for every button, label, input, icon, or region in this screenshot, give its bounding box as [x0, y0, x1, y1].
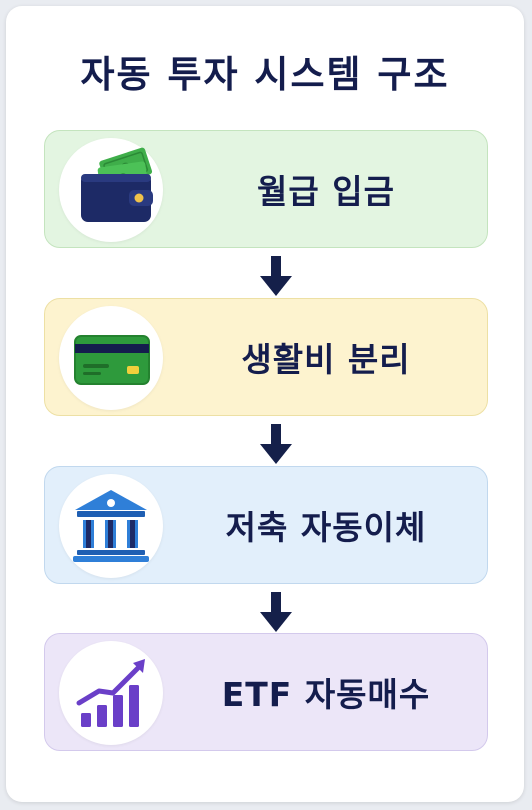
growth-chart-icon: [76, 659, 145, 727]
down-arrow-icon: [260, 256, 292, 296]
diagram-title: 자동 투자 시스템 구조: [80, 53, 450, 96]
bank-icon: [73, 490, 149, 562]
down-arrow-icon: [260, 592, 292, 632]
step-label: 저축 자동이체: [225, 508, 427, 547]
step-label: 월급 입금: [257, 172, 395, 211]
step-etf-auto-buy: ETF 자동매수: [44, 633, 488, 751]
step-label: ETF 자동매수: [221, 675, 431, 714]
down-arrow-icon: [260, 424, 292, 464]
step-label: 생활비 분리: [241, 340, 411, 379]
step-living-expense-split: 생활비 분리: [44, 298, 488, 416]
step-savings-auto-transfer: 저축 자동이체: [44, 466, 488, 584]
wallet-cash-icon: [81, 147, 153, 222]
icon-circle: [59, 306, 163, 410]
icon-circle: [59, 474, 163, 578]
step-salary-deposit: 월급 입금: [44, 130, 488, 248]
icon-circle: [59, 641, 163, 745]
diagram-card: 자동 투자 시스템 구조 월급 입금: [6, 6, 524, 802]
icon-circle: [59, 138, 163, 242]
credit-card-icon: [74, 335, 150, 385]
